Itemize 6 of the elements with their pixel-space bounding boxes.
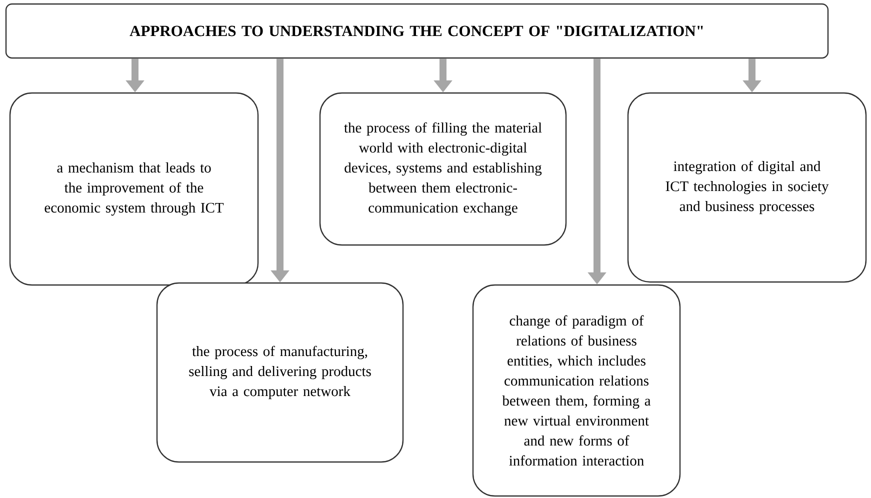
- text-box: integration of digital and ICT technologies in society and business processes: [627, 92, 867, 283]
- text-box: a mechanism that leads to the improvement of the economic system through ICT: [9, 92, 259, 286]
- text-box: the process of filling the material world with electronic-digital devices, systems and establishing between them electronic-communication exchange: [319, 92, 567, 246]
- text-box: change of paradigm of relations of business entities, which includes communication relations between them, forming a new virtual environment and new forms of information interaction: [472, 284, 681, 497]
- title-box: APPROACHES TO UNDERSTANDING THE CONCEPT OF "DIGITALIZATION": [5, 3, 829, 59]
- text-box: the process of manufacturing, selling and delivering products via a computer network: [156, 282, 404, 463]
